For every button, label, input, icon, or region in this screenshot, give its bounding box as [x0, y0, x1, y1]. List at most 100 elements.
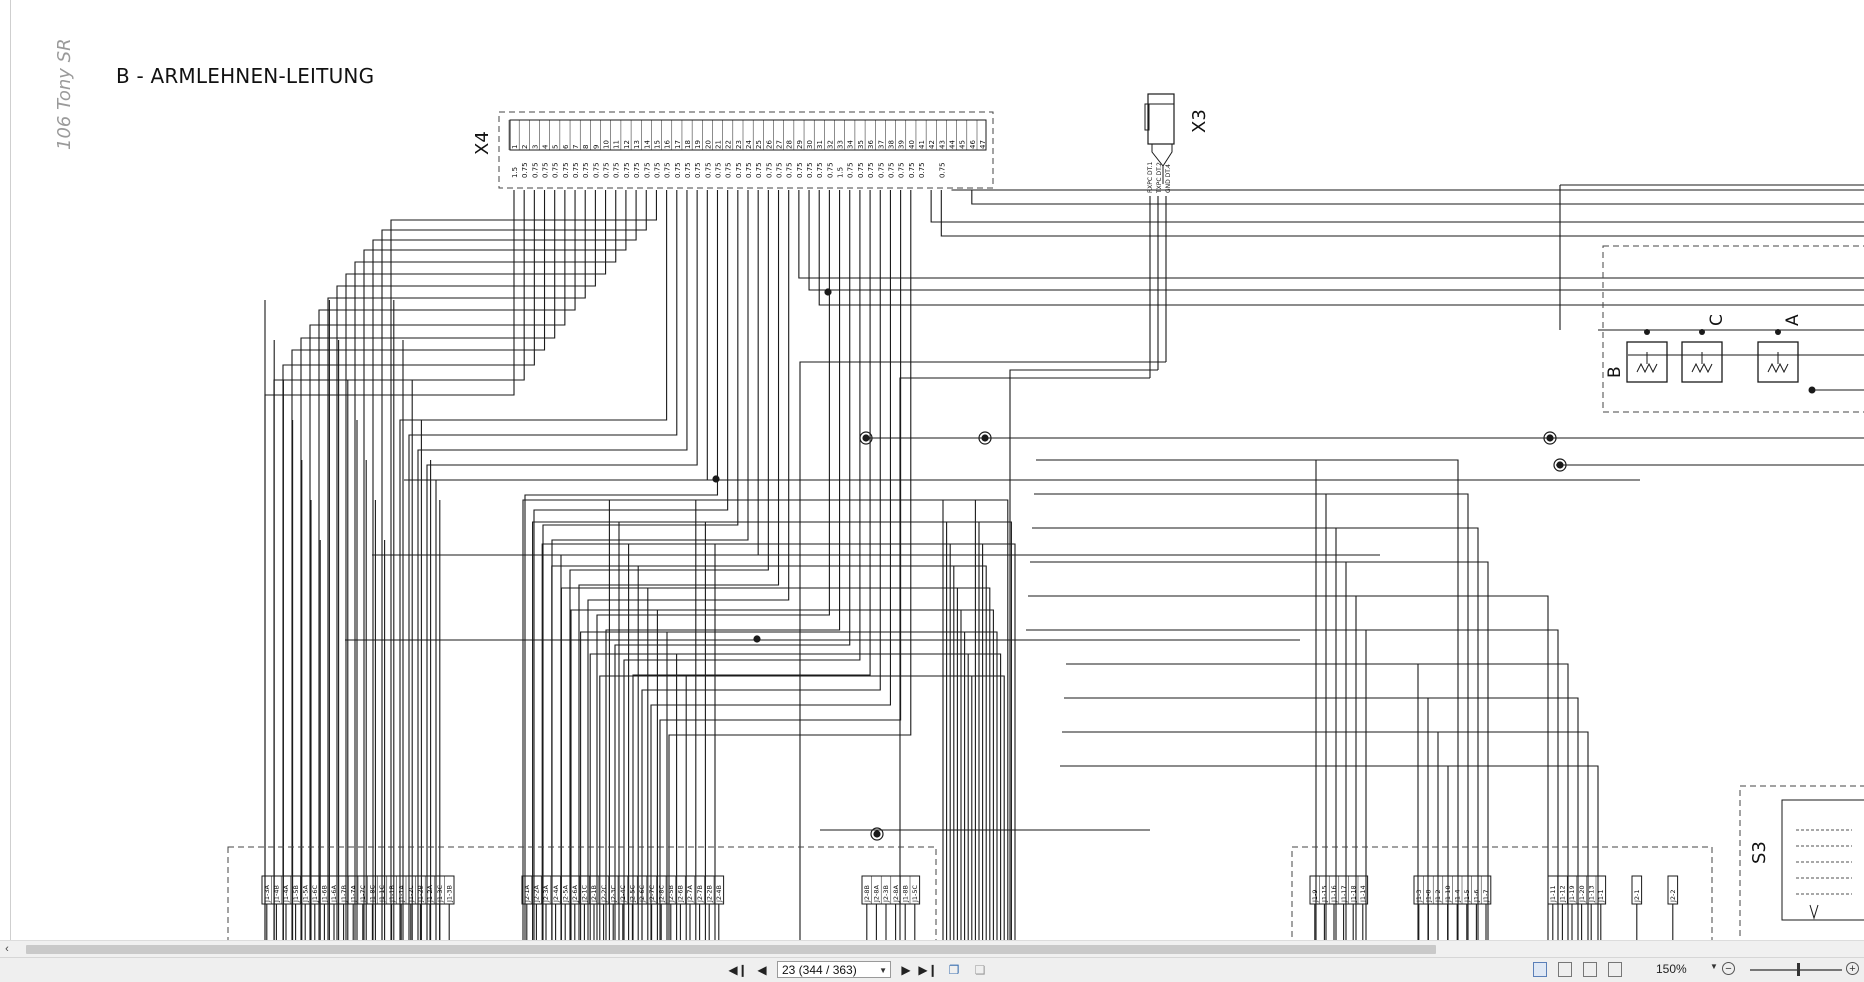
pin-label: J1-3A [263, 884, 271, 903]
facing-view-icon[interactable] [1583, 962, 1597, 977]
x4-pin-number: 19 [694, 140, 702, 149]
x4-pin-number: 41 [918, 140, 926, 149]
paste-page-icon[interactable]: ❏ [974, 963, 986, 977]
pin-label: J1-12 [1559, 885, 1567, 903]
shield-ring [1543, 431, 1557, 445]
x4-pin-number: 9 [592, 145, 600, 149]
x4-wire-gauge: 0.75 [725, 162, 733, 178]
x4-pin-number: 2 [521, 145, 529, 149]
pin-label: J2-8A [873, 884, 881, 903]
prev-page-icon[interactable]: ◀ [757, 963, 767, 977]
zoom-slider[interactable] [1750, 969, 1842, 971]
junction-dot [824, 288, 832, 296]
page-number-select[interactable]: 23 (344 / 363) ▼ [777, 961, 891, 978]
chevron-down-icon: ▼ [879, 966, 887, 975]
next-page-icon[interactable]: ▶ [901, 963, 911, 977]
zoom-dropdown-icon[interactable]: ▼ [1710, 962, 1718, 971]
zoom-slider-thumb[interactable] [1797, 963, 1800, 976]
x4-wire-gauge: 0.75 [633, 162, 641, 178]
pot-terminal-dot [1775, 329, 1781, 335]
x4-wire-gauge: 0.75 [552, 162, 560, 178]
pin-label: J1-5B [292, 885, 300, 903]
x4-pin-number: 11 [613, 140, 621, 149]
pin-label: J2-3C [609, 884, 617, 903]
zoom-out-icon[interactable]: − [1722, 962, 1735, 975]
x4-wire-gauge: 0.75 [704, 162, 712, 178]
wire [336, 190, 596, 940]
shield-ring [978, 431, 992, 445]
x4-pin-number: 18 [684, 140, 692, 149]
pin-label: J2-8C [657, 884, 665, 903]
pin-label: J1-1B [388, 885, 396, 903]
pin-label: J2-3B [882, 885, 890, 903]
x4-pin-number: 25 [755, 140, 763, 149]
wire [1056, 493, 1469, 940]
single-page-view-icon[interactable] [1533, 962, 1547, 977]
x4-pin-number: 17 [674, 140, 682, 149]
x3-signal: GND DT.4 [1165, 164, 1172, 193]
x4-wire-gauge: 0.75 [755, 162, 763, 178]
scroll-thumb[interactable] [26, 945, 1436, 954]
page-heading: B - ARMLEHNEN-LEITUNG [116, 64, 375, 88]
first-page-icon[interactable]: ◀❙ [728, 963, 748, 977]
s3-label: S3 [1749, 841, 1770, 864]
wire [264, 190, 515, 940]
continuous-view-icon[interactable] [1558, 962, 1572, 977]
pin-label: J1-4A [282, 884, 290, 903]
pin-label: J1-5A [301, 884, 309, 903]
pin-label: J1-14 [1359, 885, 1367, 903]
x4-pin-number: 46 [969, 140, 977, 149]
junction-dot [753, 635, 761, 643]
wire [799, 361, 1166, 940]
pin-label: J1-5 [1463, 889, 1471, 903]
bottom-toolbar: ◀❙ ◀ 23 (344 / 363) ▼ ▶ ▶❙ ❐ ❏ 150% ▼ − … [0, 957, 1864, 982]
wire [1094, 697, 1579, 940]
wire [940, 190, 1864, 237]
wire [623, 190, 861, 940]
pin-label: J2-2B [705, 885, 713, 903]
potentiometer [1626, 341, 1668, 383]
x4-pin-number: 26 [765, 140, 773, 149]
pin-label: J2-6B [677, 885, 685, 903]
x4-pin-strip [509, 119, 987, 151]
pin-label: J2-4A [552, 884, 560, 903]
pin-label: J1-10 [1444, 885, 1452, 903]
wire [808, 190, 1864, 291]
pin-label: J1-2 [1434, 889, 1442, 903]
x4-pin-number: 1 [511, 145, 519, 149]
x4-pin-number: 14 [643, 140, 651, 149]
wire [578, 190, 780, 940]
wire [300, 190, 556, 940]
wire [930, 190, 1864, 223]
horizontal-scrollbar[interactable]: ‹ [0, 940, 1864, 958]
wire [666, 631, 998, 940]
zoom-in-icon[interactable]: + [1846, 962, 1859, 975]
pin-label: J2-6A [571, 884, 579, 903]
x4-pin-number: 3 [531, 145, 539, 149]
pin-label: J1-7B [340, 885, 348, 903]
scroll-left-icon[interactable]: ‹ [5, 943, 9, 955]
wire [1100, 595, 1549, 940]
wire [659, 190, 902, 940]
junction-dot [1556, 461, 1564, 469]
s3-arrow [1809, 904, 1819, 920]
wire [417, 190, 688, 940]
x4-dashed-box [498, 111, 994, 189]
x4-wire-gauge: 0.75 [562, 162, 570, 178]
pin-label: J1-2A [426, 884, 434, 903]
last-page-icon[interactable]: ▶❙ [918, 963, 938, 977]
wire [650, 190, 891, 940]
continuous-facing-view-icon[interactable] [1608, 962, 1622, 977]
x4-pin-number: 24 [745, 140, 753, 149]
pin-label: J1-8C [369, 884, 377, 903]
x4-wire-gauge: 0.75 [592, 162, 600, 178]
zoom-level[interactable]: 150% [1656, 962, 1687, 976]
copy-page-icon[interactable]: ❐ [948, 963, 960, 977]
x4-wire-gauge: 0.75 [674, 162, 682, 178]
x4-wire-gauge: 0.75 [847, 162, 855, 178]
wire [426, 190, 698, 940]
